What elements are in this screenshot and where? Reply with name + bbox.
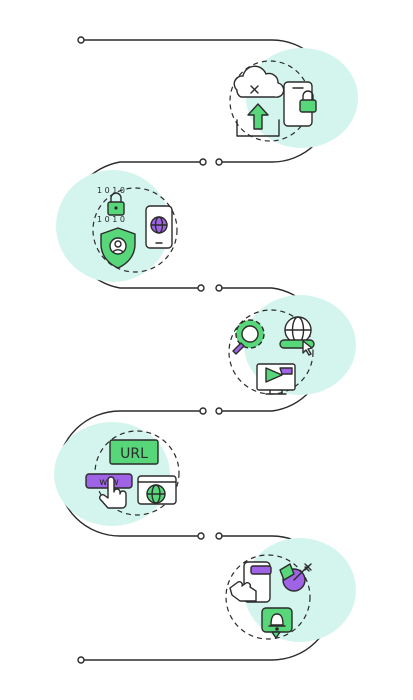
url-browser-icon: URL w w [54, 422, 180, 526]
start-node [77, 36, 85, 44]
url-label: URL [120, 446, 148, 462]
cloud-upload-lock-icon [229, 48, 358, 148]
web-settings-icon [228, 295, 356, 395]
end-node [77, 656, 85, 664]
node-3b [199, 407, 207, 415]
node-4a [197, 532, 205, 540]
node-1a [215, 158, 223, 166]
binary-row-1: 1 0 1 0 [97, 186, 125, 195]
node-1b [199, 158, 207, 166]
node-3a [215, 407, 223, 415]
node-2b [215, 284, 223, 292]
data-security-shield-icon: 1 0 1 0 1 0 1 0 [56, 170, 178, 282]
node-2a [197, 284, 205, 292]
binary-row-2: 1 0 1 0 [97, 215, 125, 224]
mobile-notification-icon [225, 538, 356, 642]
node-4b [215, 532, 223, 540]
